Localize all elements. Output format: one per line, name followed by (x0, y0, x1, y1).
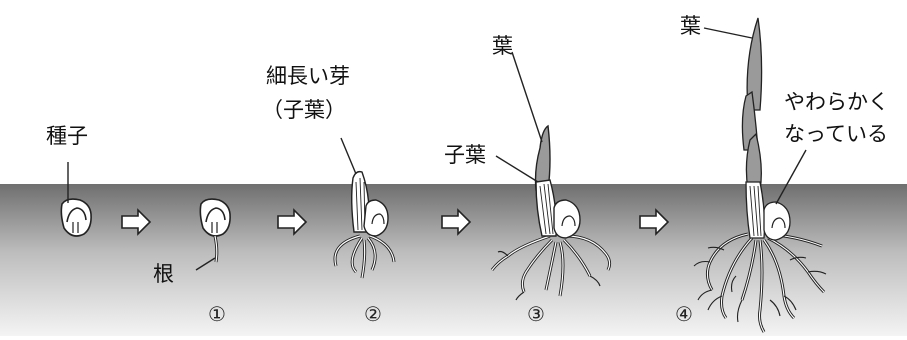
leaf3-leader-line (512, 52, 542, 142)
stage-number-3: ③ (521, 304, 551, 324)
leaf4-leader-line (704, 28, 752, 38)
label-cotyledon-paren: （子葉） (262, 100, 346, 121)
label-long-bud: 細長い芽 (266, 66, 350, 87)
label-soft-line1: やわらかく (784, 92, 889, 113)
label-leaf-4: 葉 (680, 16, 701, 37)
label-root: 根 (153, 264, 174, 285)
cotyledon-leader-line (496, 156, 538, 182)
seed-stage-0 (61, 199, 91, 236)
label-leaf-3: 葉 (492, 36, 513, 57)
label-soft-line2: なっている (784, 124, 888, 145)
long-bud-leader-line (341, 138, 356, 174)
label-seed: 種子 (46, 126, 88, 147)
label-cotyledon: 子葉 (444, 145, 486, 166)
stage-number-1: ① (202, 304, 232, 324)
stage-number-4: ④ (669, 304, 699, 324)
stage-number-2: ② (358, 304, 388, 324)
